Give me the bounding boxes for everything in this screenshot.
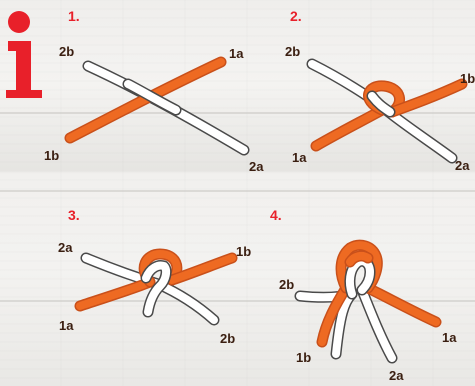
cord-end-label: 1b (296, 350, 311, 365)
cord-end-label: 2b (279, 277, 294, 292)
cord-end-label: 2a (389, 368, 403, 383)
cord-end-label: 1a (442, 330, 456, 345)
